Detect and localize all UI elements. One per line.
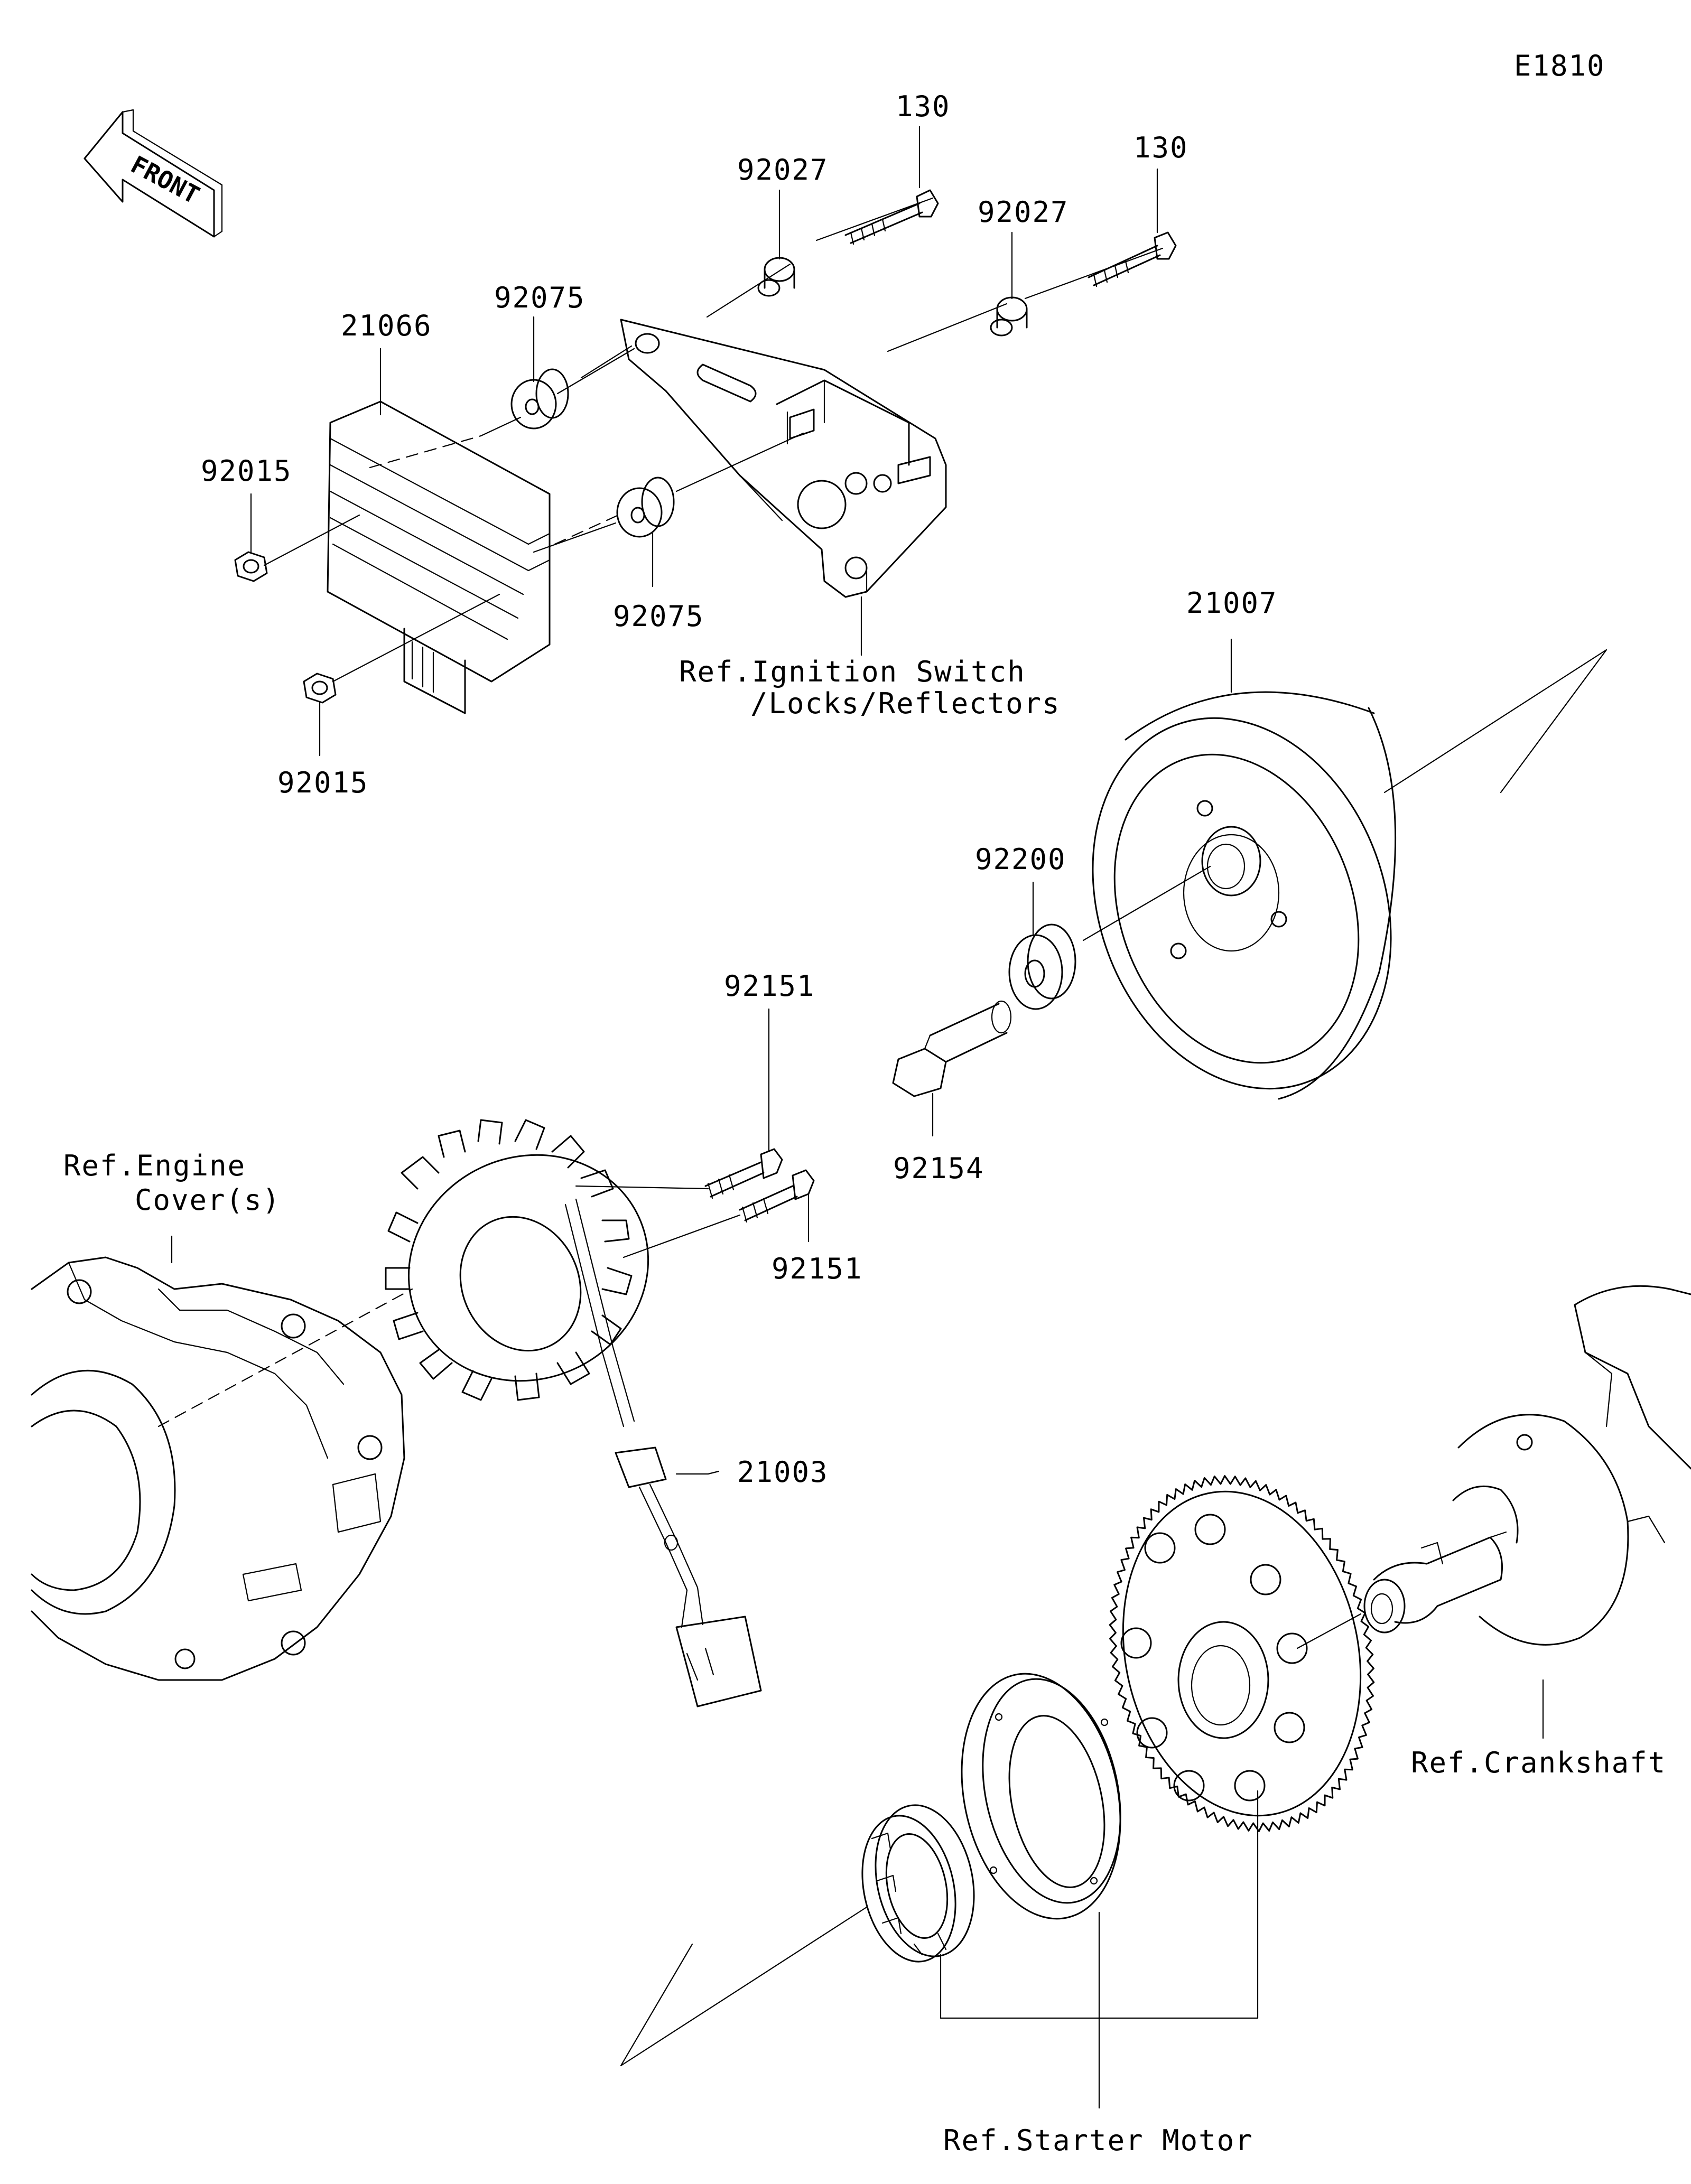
front-arrow-icon: FRONT — [83, 109, 223, 238]
starter-clutch-housing — [961, 1673, 1121, 1920]
nut-92015-b — [303, 673, 337, 704]
diagram-code: E1810 — [1514, 49, 1605, 82]
part-label-21007: 21007 — [1186, 586, 1278, 620]
part-label-92075-a: 92075 — [494, 281, 586, 314]
nut-92015-a — [234, 551, 268, 582]
ref-starter-motor: Ref.Starter Motor — [943, 2124, 1253, 2157]
assembly-line — [263, 197, 1164, 683]
part-label-21003: 21003 — [737, 1455, 829, 1489]
part-label-92151-b: 92151 — [772, 1252, 863, 1285]
bolt-130-a — [844, 189, 939, 245]
assembly-line-dashed — [157, 1288, 413, 1427]
washer-92200 — [1008, 923, 1076, 1010]
collar-92027-b — [990, 296, 1028, 337]
one-way-clutch — [861, 1804, 975, 1963]
assembly-line — [1082, 649, 1608, 941]
part-label-21066: 21066 — [341, 309, 432, 342]
part-label-92075-b: 92075 — [613, 600, 704, 633]
engine-cover — [31, 1256, 405, 1681]
part-label-92154: 92154 — [893, 1152, 984, 1185]
grommet-92075-b — [616, 477, 675, 538]
part-label-92015-a: 92015 — [201, 454, 292, 488]
grommet-92075-a — [510, 368, 569, 430]
assembly-line — [620, 1906, 868, 2067]
leader-lines — [171, 126, 1544, 2109]
part-label-130-a: 130 — [896, 90, 951, 123]
ref-ignition-switch-line1: Ref.Ignition Switch — [679, 655, 1026, 688]
starter-clutch-gear — [1109, 1475, 1375, 1832]
flywheel-bolt-92154 — [892, 1000, 1012, 1097]
assembly-line-dashed — [369, 435, 619, 545]
stator-bolt-92151-a — [704, 1148, 783, 1199]
ref-engine-cover-line2: Cover(s) — [135, 1183, 281, 1217]
part-label-92027-a: 92027 — [737, 153, 829, 186]
stator-coil — [385, 1119, 762, 1707]
part-label-92027-b: 92027 — [978, 195, 1069, 229]
stator-bolt-92151-b — [739, 1169, 815, 1223]
ref-ignition-switch-line2: /Locks/Reflectors — [750, 687, 1061, 720]
ref-engine-cover-line1: Ref.Engine — [63, 1149, 246, 1182]
crankshaft — [1363, 1285, 1691, 1646]
flywheel-rotor — [1092, 691, 1397, 1100]
part-label-92151-a: 92151 — [724, 969, 815, 1003]
part-label-92200: 92200 — [975, 843, 1066, 876]
assembly-line — [575, 1185, 741, 1258]
part-label-92015-b: 92015 — [277, 766, 369, 799]
mounting-bracket — [620, 319, 947, 598]
assembly-line — [1296, 1613, 1362, 1649]
bolt-130-b — [1088, 231, 1177, 287]
ref-crankshaft: Ref.Crankshaft — [1411, 1746, 1666, 1779]
collar-92027-a — [757, 257, 795, 297]
part-label-130-b: 130 — [1133, 131, 1188, 164]
